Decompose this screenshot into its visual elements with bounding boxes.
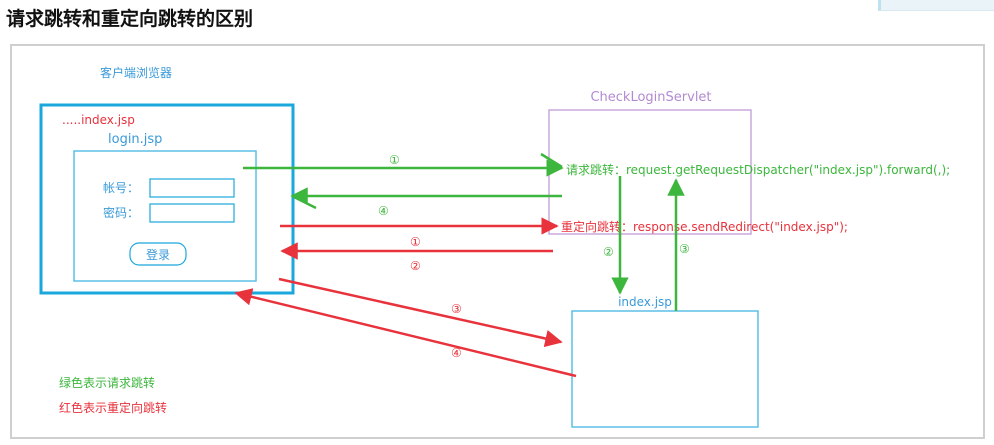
redirect-code: 重定向跳转：response.sendRedirect("index.jsp")… [561, 219, 848, 234]
forward-step-2: ② [603, 245, 614, 259]
legend-red: 红色表示重定向跳转 [59, 400, 167, 415]
account-input[interactable] [149, 178, 235, 198]
login-button-label: 登录 [146, 247, 170, 262]
page-title: 请求跳转和重定向跳转的区别 [6, 8, 254, 30]
password-label: 密码： [103, 205, 139, 220]
redirect-step-3: ③ [451, 302, 462, 316]
login-button[interactable] [129, 242, 187, 266]
corner-decoration [878, 0, 994, 11]
redirect-arrow-3 [278, 277, 563, 348]
browser-label: 客户端浏览器 [100, 65, 172, 80]
index-page-box [571, 310, 759, 428]
legend-green: 绿色表示请求跳转 [59, 375, 155, 390]
forward-arrow-1-tick [540, 152, 563, 169]
forward-step-3: ③ [679, 242, 690, 256]
diagram-frame [10, 44, 985, 439]
forward-arrow-4-tick [291, 194, 317, 210]
redirect-step-2: ② [410, 259, 421, 273]
index-jsp-label: .....index.jsp [62, 113, 135, 127]
index-page-label: index.jsp [618, 295, 672, 309]
login-jsp-label: login.jsp [108, 132, 162, 147]
redirect-arrow-4 [234, 288, 577, 378]
redirect-step-4: ④ [451, 346, 462, 360]
servlet-label: CheckLoginServlet [590, 90, 711, 105]
account-label: 帐号： [103, 180, 139, 195]
redirect-step-1: ① [410, 235, 421, 249]
password-input[interactable] [149, 203, 235, 223]
forward-step-1: ① [389, 153, 400, 167]
forward-code: 请求跳转：request.getRequestDispatcher("index… [566, 162, 950, 177]
login-page-box [73, 150, 257, 282]
forward-step-4: ④ [378, 204, 389, 218]
